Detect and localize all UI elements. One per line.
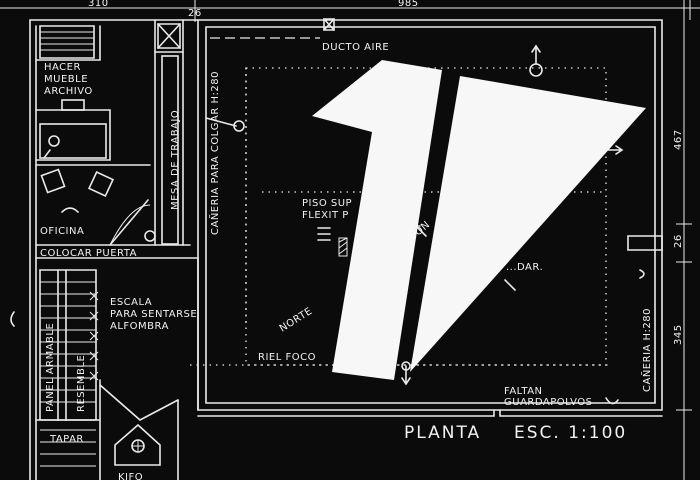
entrance-symbol (114, 423, 161, 466)
stairs (10, 269, 99, 467)
dim-right-lower: 345 (673, 324, 684, 345)
title-label: PLANTA (404, 423, 481, 443)
label-bottom-bath: KIFO (118, 472, 143, 480)
label-worktable: MESA DE TRABAJO (170, 110, 181, 210)
label-office: OFICINA (40, 226, 84, 237)
logo-digit-1 (312, 60, 442, 380)
label-rail: RIEL FOCO (258, 352, 316, 363)
label-conduit-right: CAÑERIA H:280 (640, 308, 653, 392)
label-stair-note: ESCALA PARA SENTARSE ALFOMBRA (110, 297, 201, 332)
label-left-vertical-1: PANEL ARMABLE (45, 323, 56, 412)
label-missing: FALTAN GUARDAPOLVOS (504, 386, 592, 408)
label-door: COLOCAR PUERTA (40, 248, 137, 259)
label-floor-note: PISO SUP FLEXIT P (302, 198, 356, 221)
label-north: NORTE (278, 306, 315, 335)
dim-right-mid: 26 (673, 234, 684, 248)
dim-top-right: 985 (398, 0, 419, 9)
label-conduit-left: CAÑERIA PARA COLGAR H:280 (208, 71, 221, 235)
dim-top-small: 26 (188, 8, 202, 19)
annotations: HACER MUEBLE ARCHIVO OFICINA COLOCAR PUE… (40, 42, 653, 480)
1V-logo (312, 60, 646, 380)
label-mid-note: ...DAR. (506, 262, 543, 273)
label-air-duct: DUCTO AIRE (322, 42, 389, 53)
outer-walls (29, 19, 663, 480)
label-left-vertical-2: RESEMBLE (76, 355, 87, 412)
title-block: PLANTA ESC. 1:100 (404, 423, 627, 443)
label-office-fixture: HACER MUEBLE ARCHIVO (44, 62, 93, 97)
misc-symbols (205, 44, 645, 405)
dim-top-left: 310 (88, 0, 109, 9)
office-furniture (39, 55, 179, 245)
label-bottom-left: TAPAR (49, 434, 84, 445)
dim-right-upper: 467 (673, 129, 684, 150)
logo-letter-v (410, 76, 646, 372)
right-dimension-lines: 467 26 345 (673, 0, 692, 480)
title-scale: ESC. 1:100 (514, 423, 627, 443)
top-dimension-lines: 26 310 985 (0, 0, 700, 22)
